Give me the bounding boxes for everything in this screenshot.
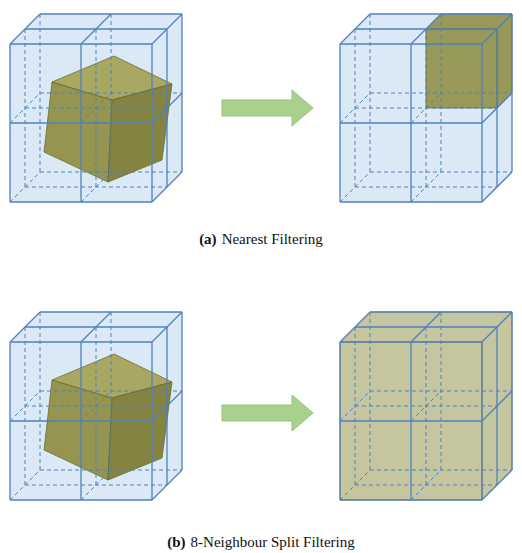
grid-line (496, 29, 497, 187)
grid-line (355, 326, 497, 327)
grid-cube (340, 312, 512, 500)
grid-line (166, 327, 167, 485)
grid-cube (10, 312, 182, 500)
grid-line (10, 420, 152, 421)
grid-face (340, 342, 482, 500)
voxel-face (108, 84, 172, 182)
arrow-a (222, 90, 313, 126)
figure-caption: (b) 8-Neighbour Split Filtering (0, 534, 522, 551)
grid-line (10, 122, 152, 123)
grid-lines (10, 312, 182, 500)
grid-line (96, 29, 97, 187)
grid-line (340, 122, 482, 123)
rotated-voxel (44, 354, 172, 480)
grid-lines (340, 14, 512, 202)
subfigure-title: Nearest Filtering (222, 231, 323, 247)
grid-line (340, 420, 482, 421)
grid-line (25, 326, 167, 327)
grid-lines (10, 14, 182, 202)
arrow-b (222, 395, 313, 431)
grid-line (426, 29, 427, 187)
split-voxel-face (482, 312, 512, 500)
rotated-voxel (44, 56, 172, 182)
split-voxel-face (340, 342, 482, 500)
grid-line (426, 327, 427, 485)
grid-line (355, 28, 497, 29)
grid-face (482, 312, 512, 500)
nearest-voxel-face (426, 29, 497, 108)
grid-line (496, 327, 497, 485)
grid-line (25, 28, 167, 29)
split-voxels (340, 312, 512, 500)
grid-lines (340, 312, 512, 500)
nearest-voxel-face (497, 14, 512, 108)
grid-line (166, 29, 167, 187)
subfigure-tag: (b) (167, 534, 185, 550)
subfigure-tag: (a) (199, 231, 217, 247)
grid-cube (10, 14, 182, 202)
voxel-face (108, 382, 172, 480)
grid-line (96, 327, 97, 485)
subfigure-title: 8-Neighbour Split Filtering (191, 534, 355, 550)
grid-cube (340, 14, 512, 202)
nearest-voxel (426, 14, 512, 108)
figure-caption: (a) Nearest Filtering (0, 231, 522, 248)
